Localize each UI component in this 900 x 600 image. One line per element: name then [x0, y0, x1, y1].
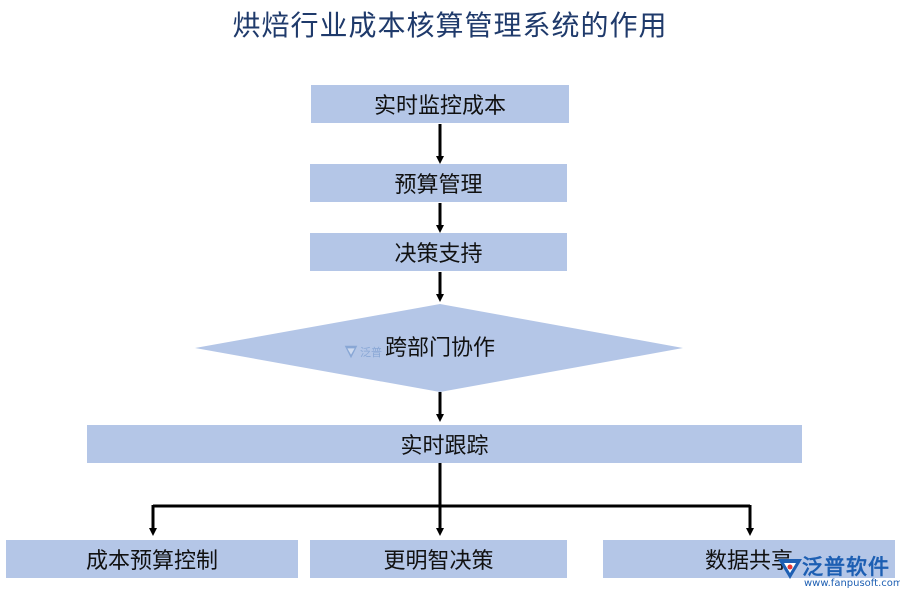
node-decision-support: 决策支持	[310, 233, 567, 271]
node-realtime-tracking: 实时跟踪	[87, 425, 802, 463]
fanpu-logo-icon	[778, 559, 802, 579]
node-cost-budget-control: 成本预算控制	[6, 540, 298, 578]
node-smarter-decisions: 更明智决策	[310, 540, 567, 578]
watermark-center: 泛普	[342, 343, 398, 367]
node-cross-department: 跨部门协作	[384, 336, 495, 361]
diamond-shape	[195, 304, 683, 392]
logo-url: www.fanpusoft.com	[804, 578, 900, 589]
watermark-center-text: 泛普	[360, 346, 382, 359]
node-data-sharing: 数据共享	[603, 540, 895, 578]
fanpu-watermark-logo: 泛普软件 www.fanpusoft.com	[776, 551, 900, 595]
fanpu-logo-icon	[344, 345, 358, 359]
node-budget-management: 预算管理	[310, 164, 567, 202]
logo-name: 泛普软件	[802, 555, 890, 579]
node-realtime-monitor: 实时监控成本	[311, 85, 569, 123]
diagram-title: 烘焙行业成本核算管理系统的作用	[232, 9, 668, 42]
